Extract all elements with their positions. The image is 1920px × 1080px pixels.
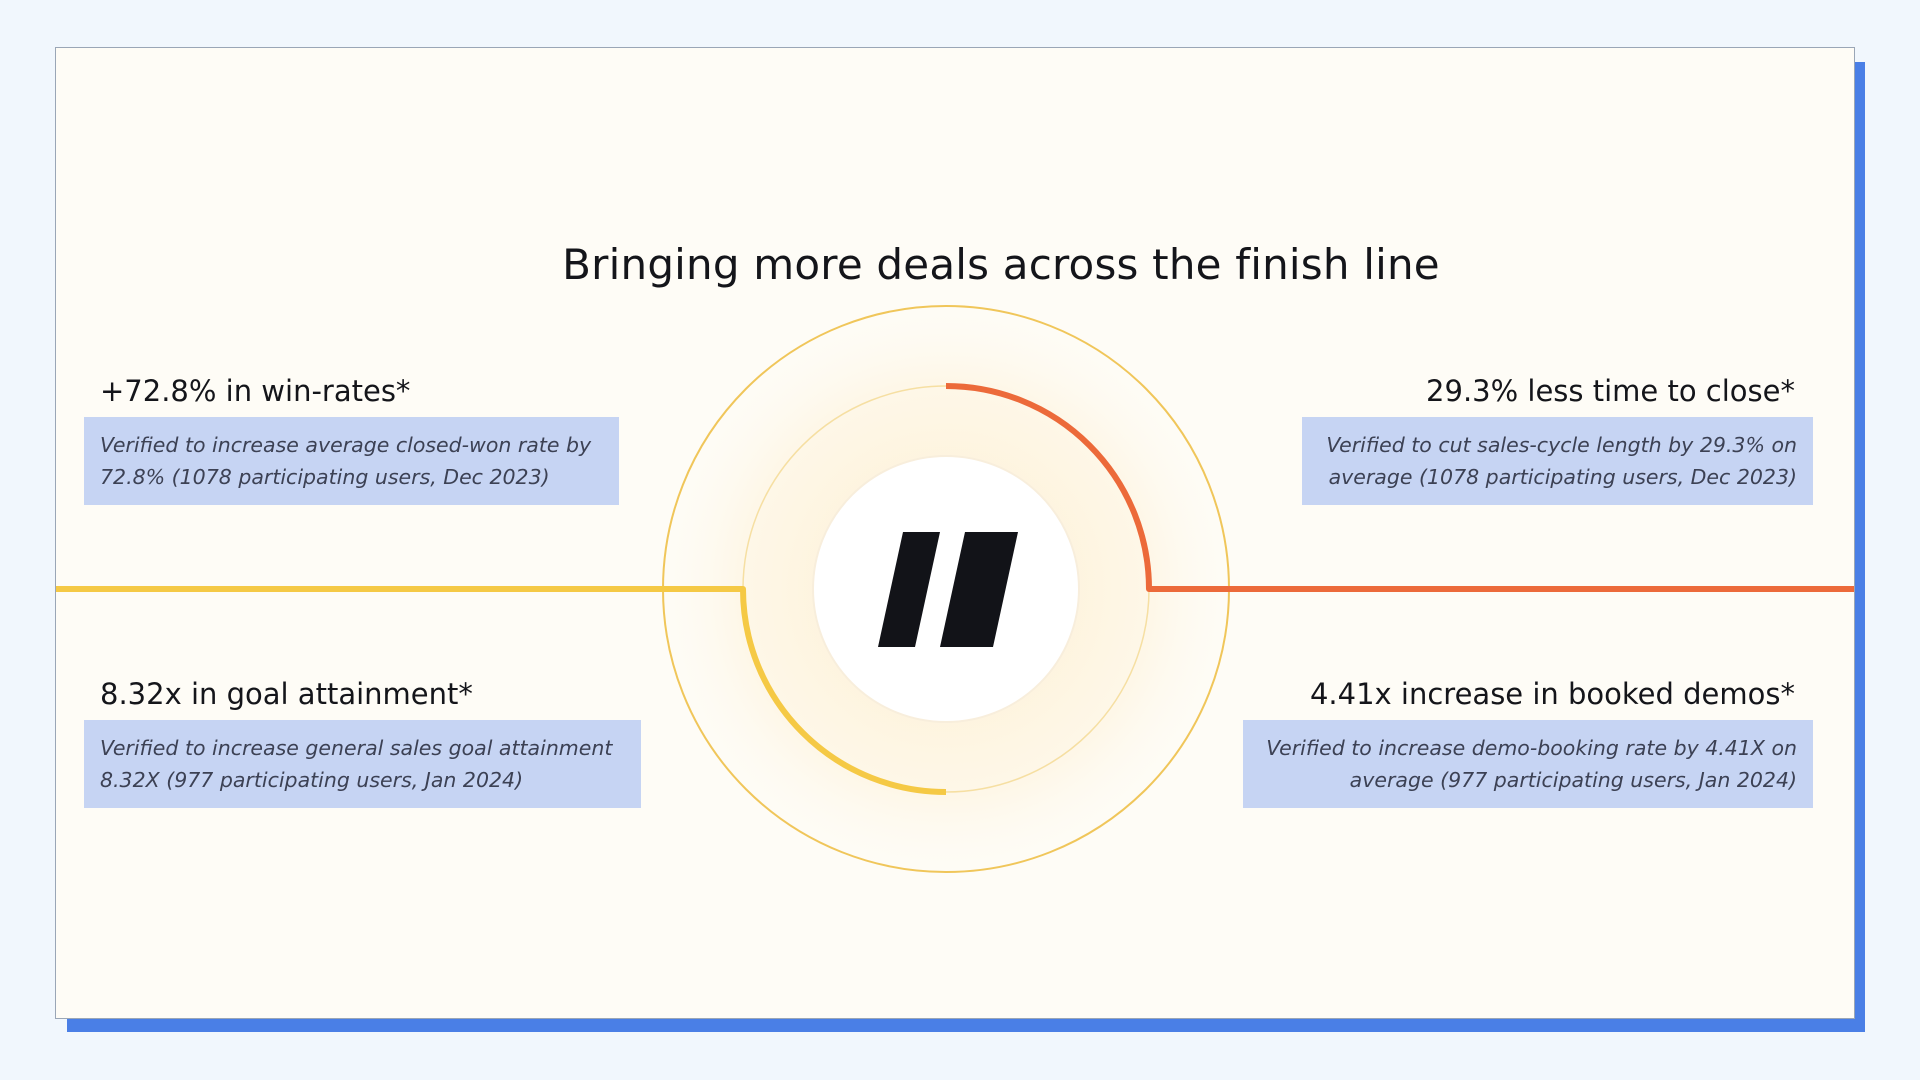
stat-detail-line: average (1078 participating users, Dec 2… — [1328, 465, 1797, 489]
stat-detail-box: Verified to increase average closed-won … — [84, 417, 619, 505]
stat-heading: 4.41x increase in booked demos* — [1309, 677, 1795, 711]
logo-circle — [812, 455, 1080, 723]
finish-line-graphic — [56, 289, 1854, 889]
stat-win-rates: +72.8% in win-rates* Verified to increas… — [84, 374, 619, 505]
stat-time-to-close: 29.3% less time to close* Verified to cu… — [1302, 374, 1813, 505]
stat-detail-line: Verified to increase demo-booking rate b… — [1266, 736, 1797, 760]
stat-detail-box: Verified to increase demo-booking rate b… — [1243, 720, 1813, 808]
stat-heading: 8.32x in goal attainment* — [100, 677, 473, 711]
stat-goal-attainment: 8.32x in goal attainment* Verified to in… — [84, 677, 641, 808]
orange-path-line — [945, 383, 1854, 592]
stat-heading: 29.3% less time to close* — [1426, 374, 1795, 408]
stat-detail-line: Verified to cut sales-cycle length by 29… — [1326, 433, 1797, 457]
stat-detail-line: average (977 participating users, Jan 20… — [1349, 768, 1797, 792]
stat-detail-box: Verified to increase general sales goal … — [84, 720, 641, 808]
stat-detail-box: Verified to cut sales-cycle length by 29… — [1302, 417, 1813, 505]
double-slash-logo-icon — [878, 532, 1018, 647]
slide-card: Bringing more deals across the finish li… — [55, 47, 1855, 1019]
yellow-path-line — [56, 586, 947, 795]
stat-detail-line: 72.8% (1078 participating users, Dec 202… — [100, 465, 550, 489]
stat-booked-demos: 4.41x increase in booked demos* Verified… — [1243, 677, 1813, 808]
stat-detail-line: Verified to increase average closed-won … — [100, 433, 592, 457]
page-title: Bringing more deals across the finish li… — [562, 240, 1440, 289]
stat-heading: +72.8% in win-rates* — [100, 374, 411, 408]
stat-detail-line: 8.32X (977 participating users, Jan 2024… — [100, 768, 524, 792]
stat-detail-line: Verified to increase general sales goal … — [100, 736, 613, 760]
